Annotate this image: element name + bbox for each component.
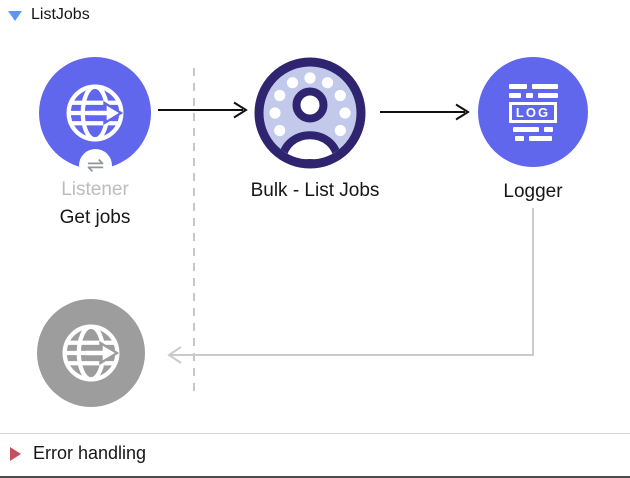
- panel-bottom-edge: [0, 476, 630, 478]
- log-icon: LOG: [508, 83, 558, 141]
- flow-header[interactable]: ListJobs: [8, 6, 90, 24]
- dot-ring-icon: [269, 72, 351, 137]
- http-response-node[interactable]: [37, 299, 145, 407]
- arrow-listener-to-bulk: [158, 101, 248, 119]
- logger-node-label: Logger: [503, 181, 563, 202]
- response-connector-line: [167, 208, 534, 364]
- bulk-list-jobs-node[interactable]: [252, 55, 368, 171]
- log-text: LOG: [509, 101, 557, 123]
- source-scope-divider: [193, 68, 195, 393]
- expand-triangle-icon[interactable]: [10, 446, 21, 461]
- error-section-divider: [0, 433, 630, 434]
- arrow-bulk-to-logger: [380, 103, 470, 121]
- globe-arrow-icon: [56, 74, 134, 152]
- collapse-triangle-icon[interactable]: [8, 11, 22, 21]
- error-handling-header[interactable]: Error handling: [10, 443, 146, 464]
- globe-arrow-icon: [52, 314, 130, 392]
- flow-title: ListJobs: [31, 6, 90, 23]
- logger-node[interactable]: LOG: [478, 57, 588, 167]
- bulk-node-label: Bulk - List Jobs: [250, 180, 380, 201]
- listener-type-label: Listener: [61, 179, 129, 200]
- error-handling-title: Error handling: [33, 443, 147, 463]
- listener-sync-badge-icon[interactable]: ⇌: [79, 149, 112, 182]
- listener-name-label: Get jobs: [59, 207, 131, 228]
- person-icon: [277, 87, 343, 160]
